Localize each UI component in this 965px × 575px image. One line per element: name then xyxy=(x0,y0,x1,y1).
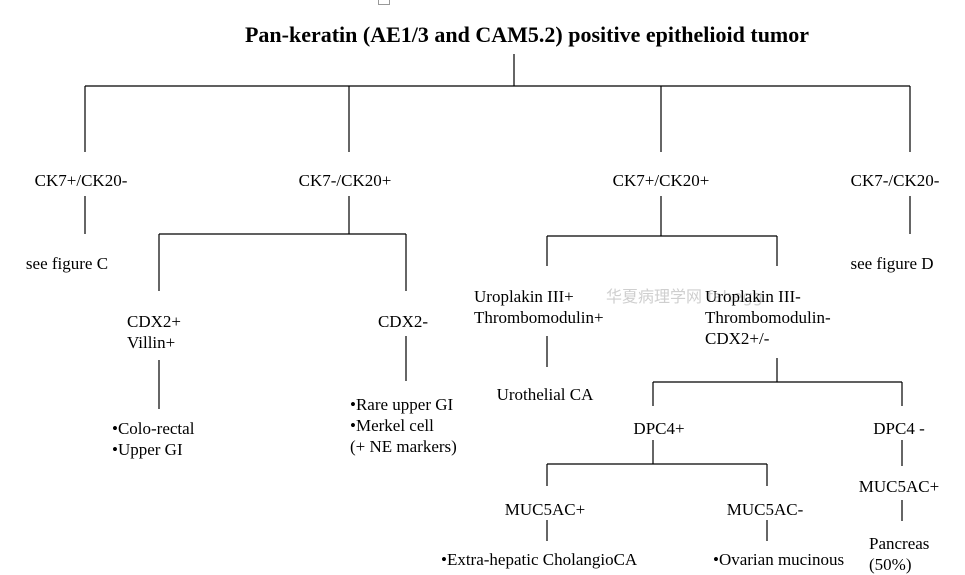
node-see-figure-c: see figure C xyxy=(25,254,109,273)
node-dpc4neg: DPC4 - xyxy=(873,419,925,438)
node-ovarian: •Ovarian mucinous xyxy=(713,550,845,569)
node-extra-hepatic: •Extra-hepatic CholangioCA xyxy=(441,550,638,569)
node-muc5ac-neg: MUC5AC- xyxy=(726,500,804,519)
node-line: (50%) xyxy=(869,555,912,574)
node-uroplakin-pos: Uroplakin III+ Thrombomodulin+ xyxy=(474,286,604,328)
node-ck7pos-ck20pos: CK7+/CK20+ xyxy=(612,171,710,190)
node-see-figure-d: see figure D xyxy=(850,254,934,273)
node-line: Pancreas xyxy=(869,534,930,553)
node-line: CDX2+ xyxy=(127,312,181,331)
node-line: (+ NE markers) xyxy=(350,437,457,456)
node-line: Uroplakin III+ xyxy=(474,287,574,306)
node-line: •Colo-rectal xyxy=(112,419,195,438)
diagram-title: Pan-keratin (AE1/3 and CAM5.2) positive … xyxy=(244,22,810,47)
node-muc5ac-pos-right: MUC5AC+ xyxy=(858,477,940,496)
node-uroplakin-neg: Uroplakin III- Thrombomodulin- CDX2+/- xyxy=(705,286,831,349)
node-cdx2pos-villinpos: CDX2+ Villin+ xyxy=(127,311,181,353)
node-line: Uroplakin III- xyxy=(705,287,801,306)
node-line: •Rare upper GI xyxy=(350,395,454,414)
node-line: Thrombomodulin+ xyxy=(474,308,604,327)
node-cdx2neg: CDX2- xyxy=(377,312,429,331)
cropped-mark xyxy=(378,0,390,5)
node-muc5ac-pos-left: MUC5AC+ xyxy=(504,500,586,519)
node-rare-merkel: •Rare upper GI •Merkel cell (+ NE marker… xyxy=(350,394,457,457)
node-line: •Merkel cell xyxy=(350,416,434,435)
node-line: CDX2+/- xyxy=(705,329,770,348)
node-dpc4pos: DPC4+ xyxy=(633,419,685,438)
watermark: 华夏病理学网 fahegg xyxy=(606,287,763,306)
node-ck7neg-ck20neg: CK7-/CK20- xyxy=(850,171,940,190)
node-line: Villin+ xyxy=(127,333,176,352)
node-line: •Upper GI xyxy=(112,440,183,459)
node-ck7neg-ck20pos: CK7-/CK20+ xyxy=(298,171,392,190)
node-line: Thrombomodulin- xyxy=(705,308,831,327)
node-colo-upper: •Colo-rectal •Upper GI xyxy=(112,418,194,460)
node-ck7pos-ck20neg: CK7+/CK20- xyxy=(34,171,128,190)
node-urothelial-ca: Urothelial CA xyxy=(496,385,594,404)
